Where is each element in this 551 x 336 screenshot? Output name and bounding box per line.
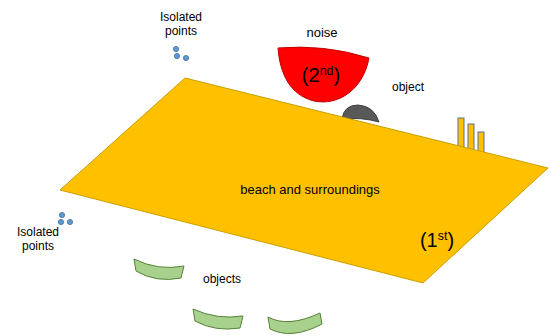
callout-label: Isolated points <box>151 11 211 39</box>
isolated-points <box>173 46 188 60</box>
callout-label: objects <box>187 273 257 287</box>
beach-region: beach and surroundings (1st) <box>60 78 550 284</box>
noise-region: noise(2nd) <box>276 44 372 106</box>
order-label: (2nd) <box>302 64 340 86</box>
region-label: beach and surroundings <box>240 183 380 197</box>
green-objects <box>134 259 322 333</box>
noise-outline <box>278 47 369 102</box>
node-outline <box>60 78 550 284</box>
order-label: (1st) <box>420 229 454 251</box>
noise-heading: noise <box>306 26 337 40</box>
callout-label: Isolated points <box>8 226 68 254</box>
callout-label: object <box>378 81 438 95</box>
isolated-points <box>58 212 72 224</box>
beach-outline <box>60 78 548 283</box>
